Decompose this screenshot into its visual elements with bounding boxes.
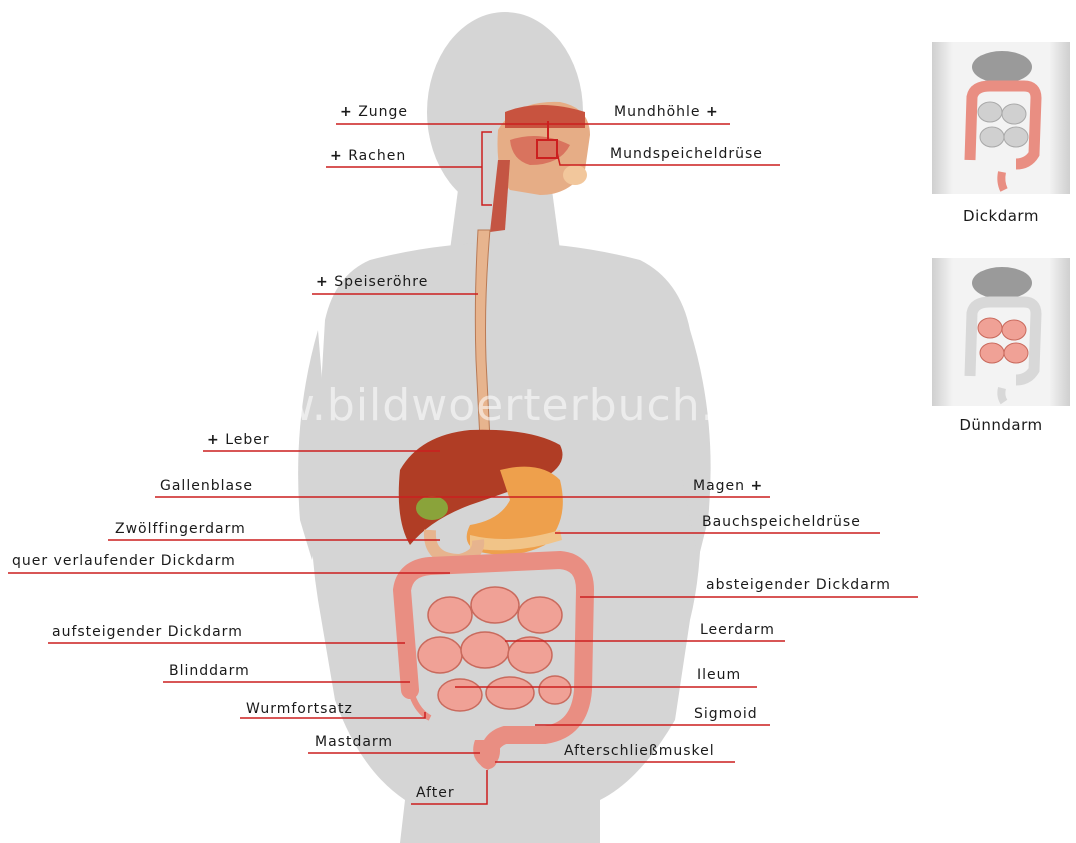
label-text: Leerdarm [700,622,775,638]
label-text: Leber [225,432,269,448]
expand-plus-icon: + [750,478,763,494]
label-text: Mundhöhle [614,104,701,120]
expand-plus-icon: + [340,104,353,120]
label-text: Gallenblase [160,478,253,494]
label-bauchspeicheldruese[interactable]: Bauchspeicheldrüse [702,514,861,530]
label-text: Speiseröhre [334,274,428,290]
label-ileum[interactable]: Ileum [697,667,741,683]
label-text: Zwölffingerdarm [115,521,246,537]
thumbnail-duenndarm[interactable] [932,258,1070,406]
expand-plus-icon: + [330,148,343,164]
label-zunge[interactable]: + Zunge [340,104,408,120]
label-text: Magen [693,478,745,494]
small-intestine-shape [418,587,571,711]
label-mastdarm[interactable]: Mastdarm [315,734,393,750]
label-text: After [416,785,455,801]
label-speiseroehre[interactable]: + Speiseröhre [316,274,428,290]
label-blinddarm[interactable]: Blinddarm [169,663,250,679]
label-quer-dickdarm[interactable]: quer verlaufender Dickdarm [12,553,236,569]
label-text: Sigmoid [694,706,758,722]
label-text: Zunge [358,104,408,120]
thumbnail-caption-dickdarm[interactable]: Dickdarm [931,207,1071,225]
thumbnail-dickdarm[interactable] [932,42,1070,194]
label-gallenblase[interactable]: Gallenblase [160,478,253,494]
label-sigmoid[interactable]: Sigmoid [694,706,758,722]
label-mundhoehle[interactable]: Mundhöhle + [614,104,719,120]
expand-plus-icon: + [316,274,329,290]
label-text: Blinddarm [169,663,250,679]
label-text: aufsteigender Dickdarm [52,624,243,640]
gallbladder-shape [416,496,448,520]
expand-plus-icon: + [207,432,220,448]
label-wurmfortsatz[interactable]: Wurmfortsatz [246,701,353,717]
label-rachen[interactable]: + Rachen [330,148,406,164]
label-text: Ileum [697,667,741,683]
thumbnail-caption-duenndarm[interactable]: Dünndarm [931,416,1071,434]
label-text: Mastdarm [315,734,393,750]
label-text: Mundspeicheldrüse [610,146,763,162]
label-zwoelffingerdarm[interactable]: Zwölffingerdarm [115,521,246,537]
label-text: Bauchspeicheldrüse [702,514,861,530]
label-leber[interactable]: + Leber [207,432,270,448]
label-text: Rachen [348,148,406,164]
label-text: quer verlaufender Dickdarm [12,553,236,569]
label-afterschliessmuskel[interactable]: Afterschließmuskel [564,743,715,759]
label-magen[interactable]: Magen + [693,478,763,494]
label-text: Afterschließmuskel [564,743,715,759]
label-leerdarm[interactable]: Leerdarm [700,622,775,638]
label-after[interactable]: After [416,785,455,801]
label-text: Wurmfortsatz [246,701,353,717]
label-mundspeicheldruese[interactable]: Mundspeicheldrüse [610,146,763,162]
label-absteigender-dickdarm[interactable]: absteigender Dickdarm [706,577,891,593]
label-text: absteigender Dickdarm [706,577,891,593]
expand-plus-icon: + [706,104,719,120]
label-aufsteigender-dickdarm[interactable]: aufsteigender Dickdarm [52,624,243,640]
watermark-text: www.bildwoerterbuch.com [205,380,813,431]
